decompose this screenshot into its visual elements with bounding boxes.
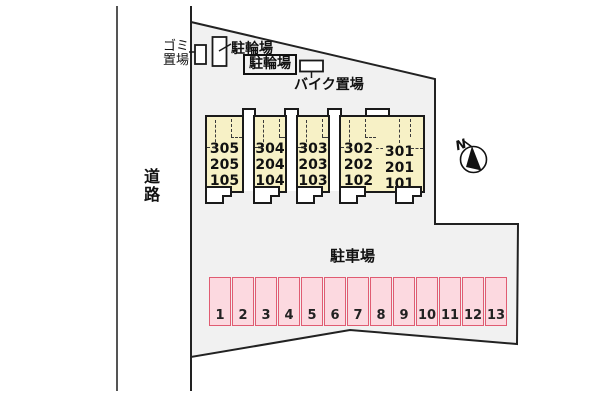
room-number-stack: 301 201 101: [376, 144, 423, 192]
room-number-stack: 303 203 103: [298, 141, 328, 189]
stall-number: 1: [215, 308, 225, 323]
balcony-dashed-line: [231, 137, 242, 138]
stairwell-tab: [284, 108, 299, 116]
balcony-dashed-line: [279, 137, 285, 138]
room-number: 103: [298, 173, 328, 189]
room-number-stack: 302 202 102: [341, 141, 376, 189]
balcony-dashed-line: [365, 119, 366, 137]
room-number: 305: [209, 141, 240, 157]
parking-stall-4: 4: [278, 277, 300, 326]
parking-stall-10: 10: [416, 277, 438, 326]
room-number: 101: [384, 176, 415, 192]
balcony-dashed-line: [255, 147, 263, 148]
unit-gap: [330, 115, 339, 191]
garbage-area-label-line1: ゴミ: [163, 39, 190, 54]
balcony-dashed-line: [399, 119, 400, 143]
building-unit-301: 301 201 101: [376, 115, 425, 193]
room-number: 105: [209, 173, 240, 189]
stall-number: 3: [261, 308, 271, 323]
room-number: 204: [255, 157, 285, 173]
parking-stall-9: 9: [393, 277, 415, 326]
stairwell-tab: [242, 108, 256, 116]
bicycle-parking-label: 駐輪場: [231, 41, 273, 57]
stall-number: 2: [238, 308, 248, 323]
parking-lot-label: 駐車場: [330, 247, 376, 265]
balcony-dashed-line: [298, 147, 306, 148]
balcony-dashed-line: [279, 119, 280, 137]
stall-number: 11: [440, 308, 460, 323]
balcony-dashed-line: [349, 120, 350, 147]
balcony-dashed-line: [365, 137, 376, 138]
stairwell-tab: [365, 108, 390, 116]
stall-number: 4: [284, 308, 294, 323]
parking-stall-1: 1: [209, 277, 231, 326]
stall-number: 12: [463, 308, 483, 323]
room-number: 205: [209, 157, 240, 173]
room-number: 302: [343, 141, 374, 157]
balcony-dashed-line: [341, 147, 349, 148]
balcony-dashed-line: [263, 120, 264, 147]
room-number: 303: [298, 141, 328, 157]
parking-stall-5: 5: [301, 277, 323, 326]
balcony-dashed-line: [411, 148, 423, 149]
parking-stall-13: 13: [485, 277, 507, 326]
garbage-area-label: ゴミ 置場: [163, 40, 189, 67]
balcony-dashed-line: [207, 147, 215, 148]
room-number: 203: [298, 157, 328, 173]
building-unit-302: 302 202 102: [339, 115, 378, 193]
balcony-dashed-line: [322, 119, 323, 137]
parking-stall-6: 6: [324, 277, 346, 326]
parking-stall-11: 11: [439, 277, 461, 326]
building-unit-303: 303 203 103: [296, 115, 330, 193]
stall-number: 9: [399, 308, 409, 323]
balcony-dashed-line: [322, 137, 328, 138]
stall-number: 7: [353, 308, 363, 323]
garbage-area-label-line2: 置場: [163, 52, 190, 68]
stall-number: 8: [376, 308, 386, 323]
bike-parking-label: バイク置場: [294, 77, 364, 93]
road-label: 道路: [141, 168, 160, 204]
stall-number: 10: [417, 308, 437, 323]
balcony-dashed-line: [215, 120, 216, 147]
room-number: 201: [384, 160, 415, 176]
parking-stall-12: 12: [462, 277, 484, 326]
unit-gap: [287, 115, 296, 191]
balcony-dashed-line: [306, 120, 307, 147]
parking-stall-row: 1 2 3 4 5 6 7 8 9 10 11 12 13: [209, 277, 507, 326]
room-number: 301: [384, 144, 415, 160]
bicycle-parking-boxed-label: 駐輪場: [243, 54, 297, 75]
unit-gap: [244, 115, 253, 191]
room-number-stack: 304 204 104: [255, 141, 285, 189]
room-number: 304: [255, 141, 285, 157]
balcony-dashed-line: [410, 119, 411, 137]
stall-number: 5: [307, 308, 317, 323]
parking-stall-7: 7: [347, 277, 369, 326]
balcony-dashed-line: [231, 119, 232, 137]
parking-stall-2: 2: [232, 277, 254, 326]
room-number: 102: [343, 173, 374, 189]
stairwell-tab: [327, 108, 342, 116]
stall-number: 13: [486, 308, 506, 323]
building-unit-305: 305 205 105: [205, 115, 244, 193]
room-number: 202: [343, 157, 374, 173]
parking-stall-8: 8: [370, 277, 392, 326]
room-number-stack: 305 205 105: [207, 141, 242, 189]
building-unit-304: 304 204 104: [253, 115, 287, 193]
balcony-dashed-line: [376, 148, 383, 149]
stall-number: 6: [330, 308, 340, 323]
room-number: 104: [255, 173, 285, 189]
parking-stall-3: 3: [255, 277, 277, 326]
